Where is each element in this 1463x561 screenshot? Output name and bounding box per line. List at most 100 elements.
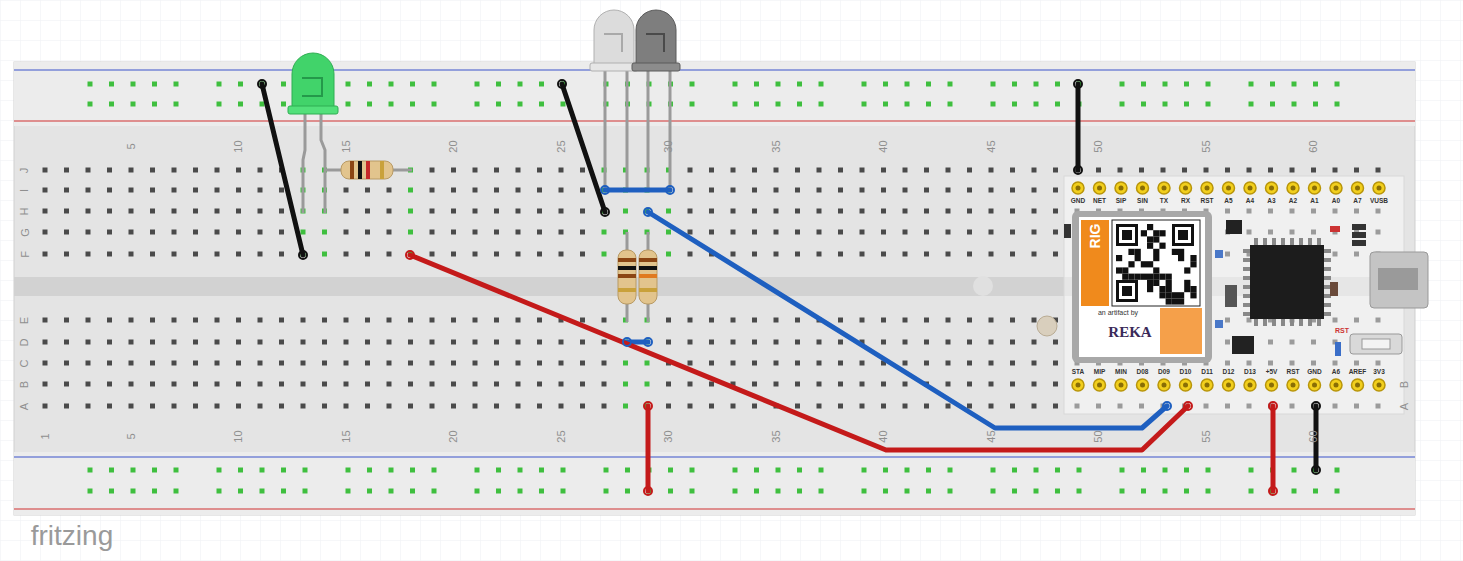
hole bbox=[172, 318, 177, 323]
rail-hole bbox=[1249, 102, 1254, 107]
qr-module bbox=[1178, 255, 1184, 261]
rail-hole bbox=[432, 489, 437, 494]
rail-hole bbox=[88, 102, 93, 107]
rail-hole bbox=[883, 102, 888, 107]
hole bbox=[129, 340, 134, 345]
rail-hole bbox=[303, 489, 308, 494]
header-pin-hole bbox=[1226, 383, 1231, 388]
hole bbox=[903, 318, 908, 323]
hole bbox=[774, 340, 779, 345]
rail-hole bbox=[733, 102, 738, 107]
hole bbox=[1053, 230, 1058, 235]
component bbox=[1225, 285, 1237, 307]
resistor-band bbox=[618, 258, 636, 262]
rail-hole bbox=[1141, 102, 1146, 107]
hole bbox=[107, 209, 112, 214]
row-letter: B bbox=[1400, 380, 1411, 387]
hole bbox=[516, 318, 521, 323]
power-rail-top bbox=[14, 62, 1415, 126]
column-number: 55 bbox=[1201, 430, 1212, 442]
hole bbox=[408, 209, 413, 214]
hole bbox=[989, 382, 994, 387]
hole bbox=[516, 188, 521, 193]
hole bbox=[1010, 188, 1015, 193]
rail-hole bbox=[410, 468, 415, 473]
hole bbox=[537, 168, 542, 173]
hole bbox=[1032, 340, 1037, 345]
hole bbox=[709, 404, 714, 409]
usb-connector bbox=[1370, 252, 1428, 308]
hole bbox=[215, 168, 220, 173]
resistor-body bbox=[639, 250, 657, 304]
header-pin bbox=[1137, 182, 1149, 194]
header-pin-hole bbox=[1355, 383, 1360, 388]
qr-module bbox=[1166, 280, 1172, 286]
hole bbox=[989, 168, 994, 173]
rail-hole bbox=[819, 102, 824, 107]
hole bbox=[43, 404, 48, 409]
hole bbox=[236, 188, 241, 193]
qr-module bbox=[1184, 286, 1190, 292]
rail-hole bbox=[238, 489, 243, 494]
qr-module bbox=[1159, 292, 1165, 298]
hole bbox=[258, 252, 263, 257]
hole bbox=[86, 382, 91, 387]
rail-hole bbox=[754, 82, 759, 87]
rail-hole bbox=[389, 489, 394, 494]
orange-band bbox=[1081, 220, 1109, 306]
hole bbox=[967, 340, 972, 345]
qr-module bbox=[1135, 274, 1141, 280]
hole bbox=[344, 340, 349, 345]
qr-finder bbox=[1119, 283, 1135, 299]
hole bbox=[451, 252, 456, 257]
rail-hole bbox=[174, 82, 179, 87]
rail-hole bbox=[432, 468, 437, 473]
hole bbox=[860, 230, 865, 235]
led-indicator bbox=[1064, 224, 1071, 238]
wire-end bbox=[1269, 487, 1277, 495]
wire-end bbox=[1074, 80, 1082, 88]
header-pin bbox=[1287, 182, 1299, 194]
hole bbox=[989, 361, 994, 366]
hole bbox=[838, 209, 843, 214]
hole bbox=[688, 230, 693, 235]
rail-hole bbox=[217, 489, 222, 494]
qr-module bbox=[1147, 261, 1153, 267]
hole bbox=[881, 188, 886, 193]
qr-finder bbox=[1119, 227, 1135, 243]
row-letter: A bbox=[20, 402, 31, 409]
hole bbox=[150, 168, 155, 173]
hole bbox=[129, 230, 134, 235]
hole bbox=[967, 404, 972, 409]
hole bbox=[64, 209, 69, 214]
led-body bbox=[292, 53, 334, 112]
rail-hole bbox=[518, 489, 523, 494]
hole bbox=[516, 340, 521, 345]
hole bbox=[537, 318, 542, 323]
rail-hole bbox=[1012, 489, 1017, 494]
hole bbox=[64, 340, 69, 345]
hole bbox=[451, 318, 456, 323]
qr-module bbox=[1141, 261, 1147, 267]
rail-hole bbox=[1034, 468, 1039, 473]
qr-module bbox=[1147, 286, 1153, 292]
hole bbox=[1096, 168, 1101, 173]
column-number: 25 bbox=[556, 140, 567, 152]
hole bbox=[258, 340, 263, 345]
rail-hole bbox=[174, 489, 179, 494]
rail-hole bbox=[883, 82, 888, 87]
hole bbox=[430, 361, 435, 366]
hole bbox=[946, 361, 951, 366]
qr-module bbox=[1190, 286, 1196, 292]
hole bbox=[279, 209, 284, 214]
hole bbox=[215, 382, 220, 387]
rail-hole bbox=[1313, 82, 1318, 87]
hole bbox=[279, 404, 284, 409]
rail-hole bbox=[776, 82, 781, 87]
column-number: 30 bbox=[663, 140, 674, 152]
rail-hole bbox=[905, 468, 910, 473]
hole bbox=[795, 188, 800, 193]
hole bbox=[1032, 188, 1037, 193]
rail-hole bbox=[819, 489, 824, 494]
chip-pin bbox=[1324, 312, 1331, 316]
